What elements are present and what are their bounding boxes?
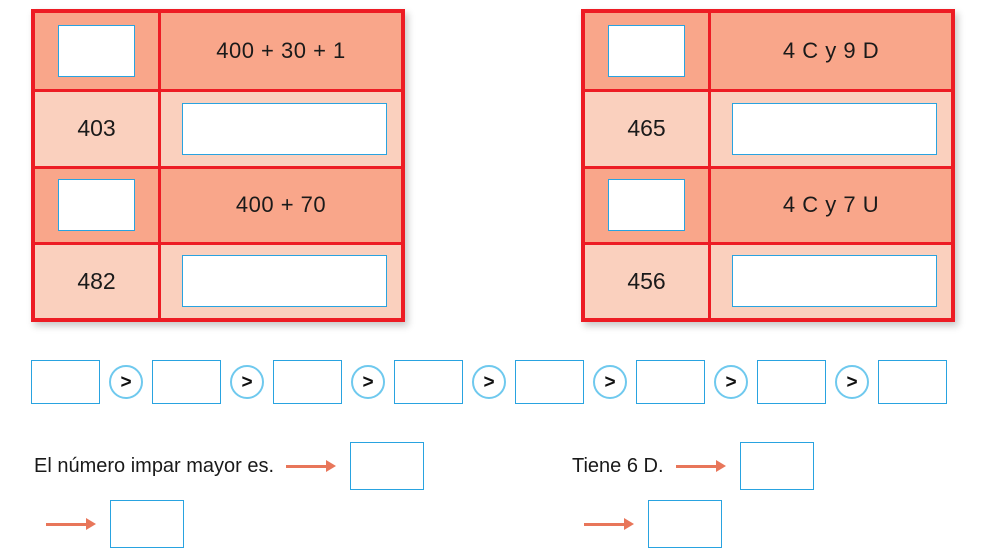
comparison-box[interactable]	[273, 360, 342, 404]
expression-text: 4 C y 9 D	[782, 38, 880, 64]
answer-box[interactable]	[739, 442, 814, 490]
comparison-box[interactable]	[394, 360, 463, 404]
expression-text: 400 + 30 + 1	[216, 38, 346, 64]
table-cell-number: 403	[35, 92, 161, 166]
answer-box[interactable]	[608, 25, 685, 78]
greater-than-icon: >	[230, 365, 264, 399]
place-value-table-right: 4 C y 9 D 465 4 C y 7 U 456	[581, 9, 955, 322]
table-cell-number	[35, 168, 161, 242]
greater-than-icon: >	[351, 365, 385, 399]
number-value: 403	[77, 115, 116, 142]
answer-box[interactable]	[608, 179, 685, 232]
table-cell-expression: 400 + 70	[161, 169, 401, 242]
table-row: 482	[35, 241, 401, 318]
question-line-second-left	[34, 498, 184, 550]
place-value-table-left: 400 + 30 + 1 403 400 + 70 482	[31, 9, 405, 322]
table-cell-number: 482	[35, 244, 161, 318]
table-cell-number	[35, 13, 161, 90]
answer-box[interactable]	[181, 255, 387, 308]
table-cell-number	[585, 168, 711, 242]
table-cell-expression	[711, 245, 951, 318]
answer-box[interactable]	[110, 500, 184, 548]
expression-text: 400 + 70	[235, 192, 327, 218]
comparison-box[interactable]	[636, 360, 705, 404]
answer-box[interactable]	[350, 442, 425, 490]
table-cell-expression: 4 C y 7 U	[711, 169, 951, 242]
question-line-odd-greatest: El número impar mayor es.	[34, 440, 425, 492]
table-row: 456	[585, 241, 951, 318]
greater-than-icon: >	[109, 365, 143, 399]
question-text: El número impar mayor es.	[34, 454, 275, 477]
arrow-right-icon	[286, 459, 338, 473]
comparison-box[interactable]	[515, 360, 584, 404]
table-row: 4 C y 7 U	[585, 165, 951, 242]
answer-box[interactable]	[58, 25, 135, 78]
number-value: 456	[627, 267, 666, 294]
number-value: 482	[77, 267, 116, 294]
table-row: 4 C y 9 D	[585, 13, 951, 90]
arrow-right-icon	[584, 517, 636, 531]
answer-box[interactable]	[181, 102, 387, 155]
answer-box[interactable]	[731, 102, 937, 155]
answer-box[interactable]	[58, 179, 135, 232]
table-cell-expression	[711, 92, 951, 165]
question-text: Tiene 6 D.	[572, 454, 664, 477]
table-cell-expression: 4 C y 9 D	[711, 13, 951, 89]
greater-than-icon: >	[835, 365, 869, 399]
answer-box[interactable]	[648, 500, 722, 548]
table-row: 400 + 30 + 1	[35, 13, 401, 90]
question-line-has-6-tens: Tiene 6 D.	[572, 440, 814, 492]
number-value: 465	[627, 115, 666, 142]
comparison-box[interactable]	[31, 360, 100, 404]
comparison-box[interactable]	[757, 360, 826, 404]
table-row: 403	[35, 89, 401, 166]
greater-than-icon: >	[714, 365, 748, 399]
answer-box[interactable]	[731, 255, 937, 308]
table-cell-expression	[161, 245, 401, 318]
comparison-box[interactable]	[878, 360, 947, 404]
greater-than-icon: >	[593, 365, 627, 399]
question-line-second-right	[572, 498, 722, 550]
table-cell-number: 465	[585, 92, 711, 166]
comparison-box[interactable]	[152, 360, 221, 404]
arrow-right-icon	[46, 517, 98, 531]
greater-than-icon: >	[472, 365, 506, 399]
table-cell-number	[585, 13, 711, 90]
arrow-right-icon	[675, 459, 728, 473]
expression-text: 4 C y 7 U	[782, 192, 880, 218]
comparison-strip: > > > > > > >	[31, 358, 955, 406]
table-cell-expression: 400 + 30 + 1	[161, 13, 401, 89]
table-row: 465	[585, 89, 951, 166]
table-row: 400 + 70	[35, 165, 401, 242]
table-cell-expression	[161, 92, 401, 165]
table-cell-number: 456	[585, 244, 711, 318]
